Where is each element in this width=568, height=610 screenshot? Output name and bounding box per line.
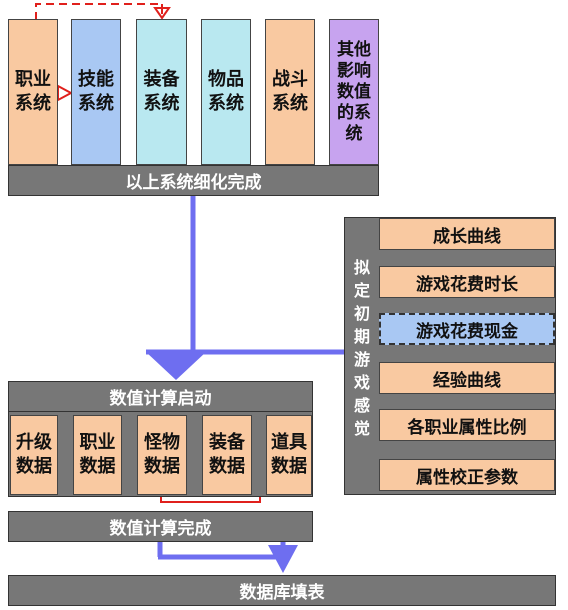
feel-item-class-ratio: 各职业属性比例: [379, 409, 555, 441]
system-item: 物品 系统: [201, 19, 251, 165]
data-monster: 怪物 数据: [137, 415, 187, 495]
data-item: 道具 数据: [266, 415, 312, 495]
feel-item-attr-correction: 属性校正参数: [379, 459, 555, 491]
db-fill-bar: 数据库填表: [8, 575, 556, 606]
arrow-job-to-skill: [57, 84, 74, 102]
feel-group: [344, 217, 556, 495]
system-other: 其他 影响 数值 的系 统: [329, 19, 379, 165]
feel-item-exp-curve: 经验曲线: [379, 362, 555, 394]
system-job: 职业 系统: [8, 19, 58, 165]
system-equipment: 装备 系统: [136, 19, 187, 165]
feel-item-growth-curve: 成长曲线: [379, 218, 555, 250]
feel-item-play-time: 游戏花费时长: [379, 266, 555, 298]
blue-flow-bottom: [157, 541, 298, 573]
data-equipment: 装备 数据: [202, 415, 252, 495]
blue-flow-top: [146, 196, 344, 380]
feel-group-title: 拟 定 初 期 游 戏 感 觉: [353, 258, 370, 438]
data-level: 升级 数据: [10, 415, 58, 495]
calc-start-bar: 数值计算启动: [8, 381, 313, 412]
refine-complete-bar: 以上系统细化完成: [8, 165, 379, 196]
calc-done-bar: 数值计算完成: [8, 511, 313, 542]
feel-item-cash-spend: 游戏花费现金: [379, 313, 555, 345]
system-skill: 技能 系统: [71, 19, 121, 165]
system-battle: 战斗 系统: [265, 19, 315, 165]
data-job: 职业 数据: [73, 415, 122, 495]
top-feedback-arrow: [35, 3, 171, 20]
